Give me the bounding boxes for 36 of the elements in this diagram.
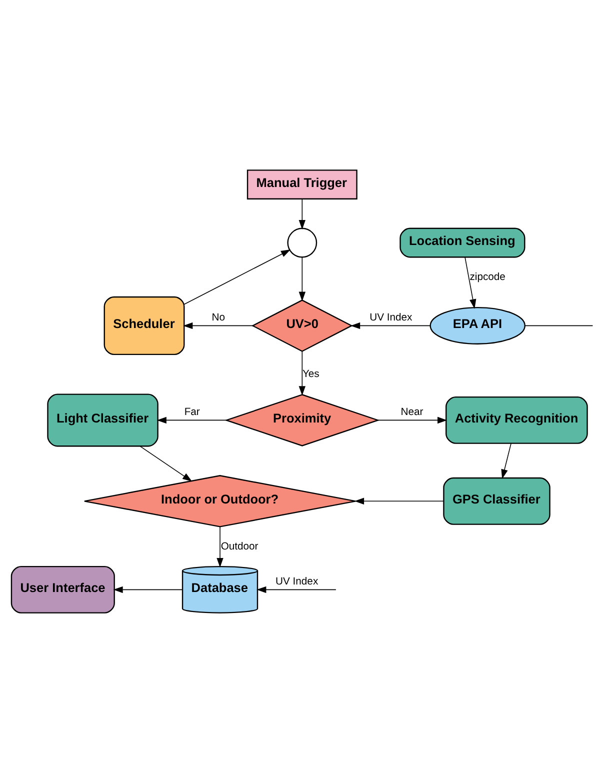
edge-label: UV Index: [276, 576, 318, 588]
edge-label: Near: [400, 406, 424, 418]
edge-label: UV Index: [370, 312, 412, 324]
arrow: [183, 322, 253, 330]
node-box: Manual Trigger: [246, 170, 358, 200]
arrow: [501, 443, 512, 479]
node-box: Scheduler: [104, 296, 185, 356]
arrow: [140, 446, 192, 482]
arrow: [350, 322, 430, 330]
arrow: [156, 416, 227, 424]
arrow: [464, 256, 476, 309]
node-diamond: Indoor or Outdoor?: [84, 475, 356, 528]
node-ellipse: EPA API: [430, 306, 526, 344]
node-box: Light Classifier: [47, 394, 158, 447]
node-circle: [287, 228, 318, 258]
edge-label: zipcode: [470, 272, 506, 283]
arrow: [298, 256, 306, 302]
edge-label: No: [212, 312, 226, 324]
connector: [524, 325, 594, 326]
arrow: [216, 526, 224, 568]
node-box: GPS Classifier: [443, 477, 550, 525]
arrow: [354, 498, 444, 505]
edge-label: Outdoor: [220, 541, 258, 552]
node-box: Activity Recognition: [446, 396, 588, 444]
arrow: [298, 351, 306, 396]
node-box: Location Sensing: [400, 228, 526, 258]
edge-label: Yes: [302, 369, 320, 380]
arrow: [256, 586, 336, 594]
edge-label: Far: [184, 406, 200, 418]
arrow: [184, 250, 291, 305]
node-diamond: Proximity: [224, 394, 380, 446]
node-box: User Interface: [10, 566, 115, 614]
arrow: [113, 586, 183, 594]
node-diamond: UV>0: [251, 300, 353, 352]
arrow: [298, 198, 306, 230]
arrow: [378, 416, 448, 424]
